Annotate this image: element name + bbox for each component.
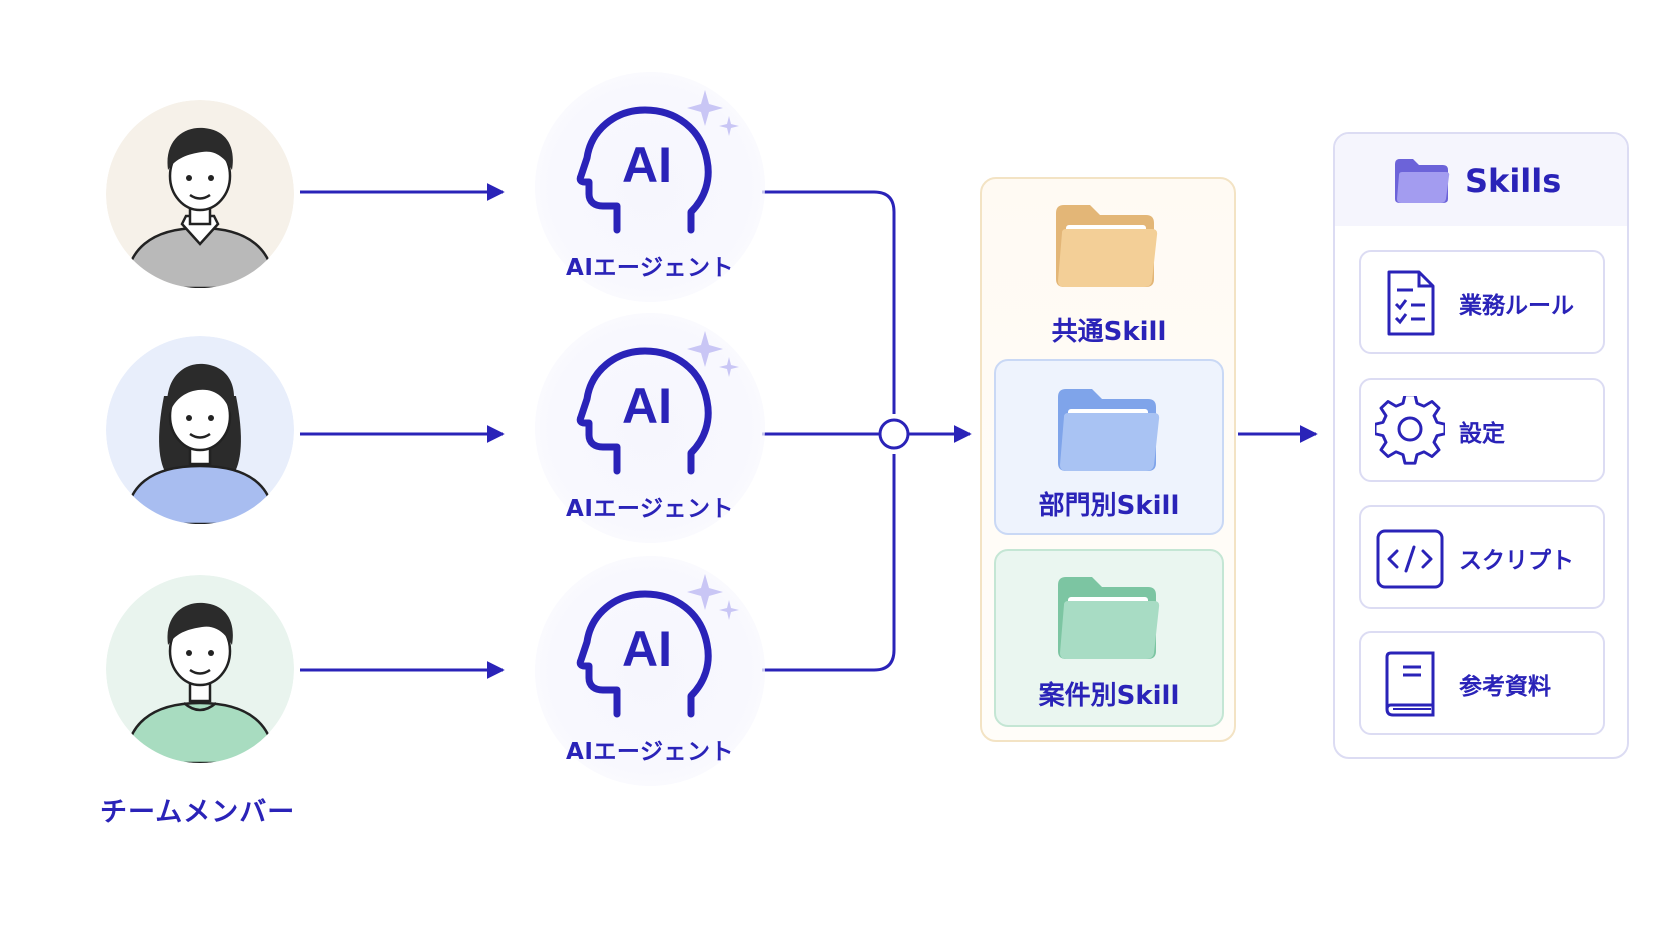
team-member-3 [106, 575, 294, 763]
skill-category-panel: 共通Skill 部門別Skill 案件別Skill [980, 177, 1236, 742]
team-members-label: チームメンバー [100, 797, 296, 828]
svg-text:AI: AI [622, 137, 672, 193]
category-department-skill: 部門別Skill [994, 359, 1224, 535]
ai-agent-3: AI AIエージェント [535, 556, 765, 786]
sparkle-icon [687, 574, 739, 620]
skill-label: 業務ルール [1459, 293, 1574, 319]
code-icon [1376, 529, 1444, 589]
agent-label: AIエージェント [566, 496, 734, 522]
folder-icon [1058, 577, 1160, 659]
team-member-1 [106, 100, 294, 288]
woman-avatar-icon [106, 336, 294, 524]
ai-head-icon: AI [576, 347, 712, 475]
agent-label: AIエージェント [566, 739, 734, 765]
category-common-skill: 共通Skill [994, 187, 1224, 363]
team-member-2 [106, 336, 294, 524]
agent-label: AIエージェント [566, 255, 734, 281]
skills-header: Skills [1335, 134, 1627, 226]
svg-text:AI: AI [622, 378, 672, 434]
folder-icon [1058, 389, 1160, 471]
man-avatar-icon [106, 575, 294, 763]
skill-label: スクリプト [1459, 548, 1574, 574]
skills-title: Skills [1465, 162, 1562, 200]
checklist-document-icon [1387, 270, 1435, 336]
category-label: 部門別Skill [1038, 491, 1180, 521]
category-project-skill: 案件別Skill [994, 549, 1224, 727]
category-label: 共通Skill [1051, 317, 1167, 347]
ai-head-icon: AI [576, 106, 712, 234]
merge-node [878, 418, 910, 450]
ai-head-icon: AI [576, 590, 712, 718]
category-label: 案件別Skill [1038, 681, 1180, 711]
skill-item-settings: 設定 [1359, 378, 1605, 482]
folder-icon [1056, 205, 1158, 287]
book-icon [1385, 651, 1435, 717]
skill-label: 設定 [1459, 421, 1505, 447]
skill-item-references: 参考資料 [1359, 631, 1605, 735]
ai-agent-1: AI AIエージェント [535, 72, 765, 302]
skill-item-business-rules: 業務ルール [1359, 250, 1605, 354]
member-to-agent-arrows [300, 183, 505, 679]
ai-agent-2: AI AIエージェント [535, 313, 765, 543]
skills-panel: Skills 業務ルール 設定 スクリプト [1333, 132, 1629, 759]
skill-item-script: スクリプト [1359, 505, 1605, 609]
gear-icon [1375, 396, 1445, 465]
sparkle-icon [687, 331, 739, 377]
sparkle-icon [687, 90, 739, 136]
man-avatar-icon [106, 100, 294, 288]
agent-merge-lines [762, 190, 972, 672]
folder-icon [1395, 159, 1450, 203]
svg-text:AI: AI [622, 621, 672, 677]
skill-label: 参考資料 [1459, 674, 1551, 700]
